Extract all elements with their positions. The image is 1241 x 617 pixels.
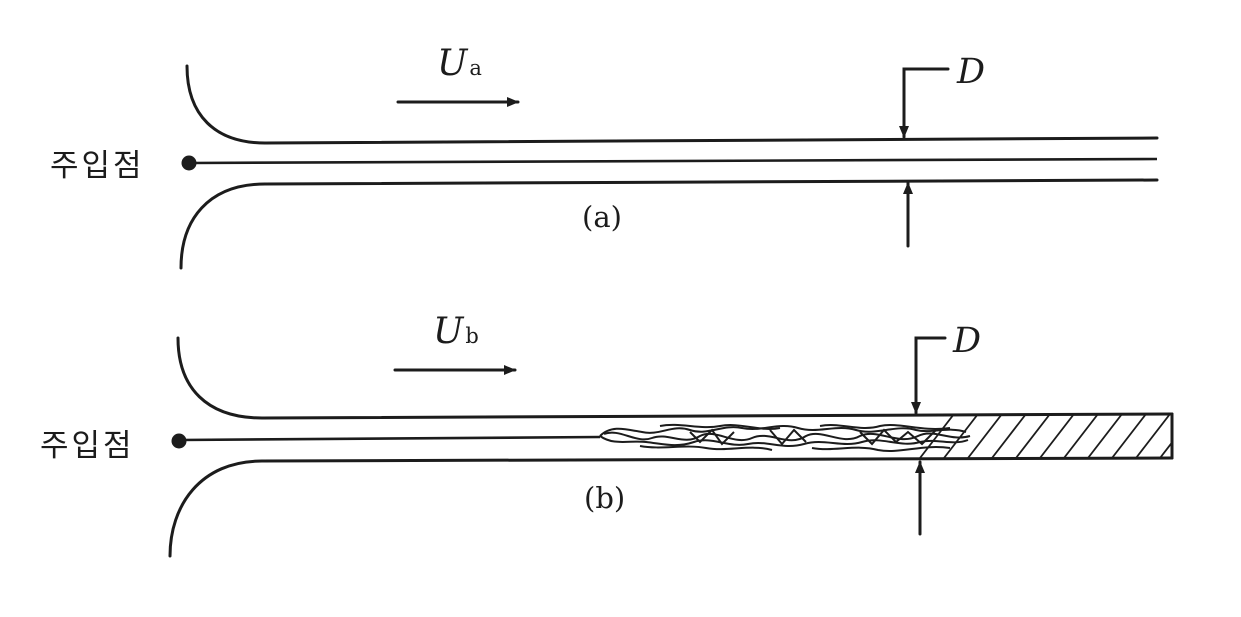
- injection-label-b: 주입점: [40, 428, 135, 464]
- diameter-leader-b: [911, 336, 947, 415]
- panel-b: 주입점 Ub: [40, 311, 1174, 558]
- diameter-label-b: D: [952, 321, 981, 361]
- caption-b: (b): [584, 481, 625, 515]
- mixed-region-hatch: [919, 414, 1172, 458]
- turbulent-transition: [599, 423, 971, 452]
- lower-wall-a: [179, 178, 1159, 270]
- dye-streak-a: [189, 157, 1158, 165]
- diameter-leader-a: [899, 67, 950, 139]
- velocity-label-a: Ua: [437, 43, 482, 84]
- upper-wall-a: [185, 64, 1159, 145]
- velocity-label-b: Ub: [433, 311, 479, 352]
- panel-a: 주입점 Ua D (a): [50, 43, 1159, 270]
- dye-streak-b: [179, 435, 601, 442]
- injection-point-a: [181, 155, 197, 171]
- injection-label-a: 주입점: [50, 148, 145, 184]
- lower-wall-b: [168, 456, 1174, 558]
- caption-a: (a): [582, 200, 622, 234]
- diameter-label-a: D: [956, 52, 985, 92]
- upper-wall-b: [176, 336, 1174, 420]
- injection-point-b: [171, 433, 187, 449]
